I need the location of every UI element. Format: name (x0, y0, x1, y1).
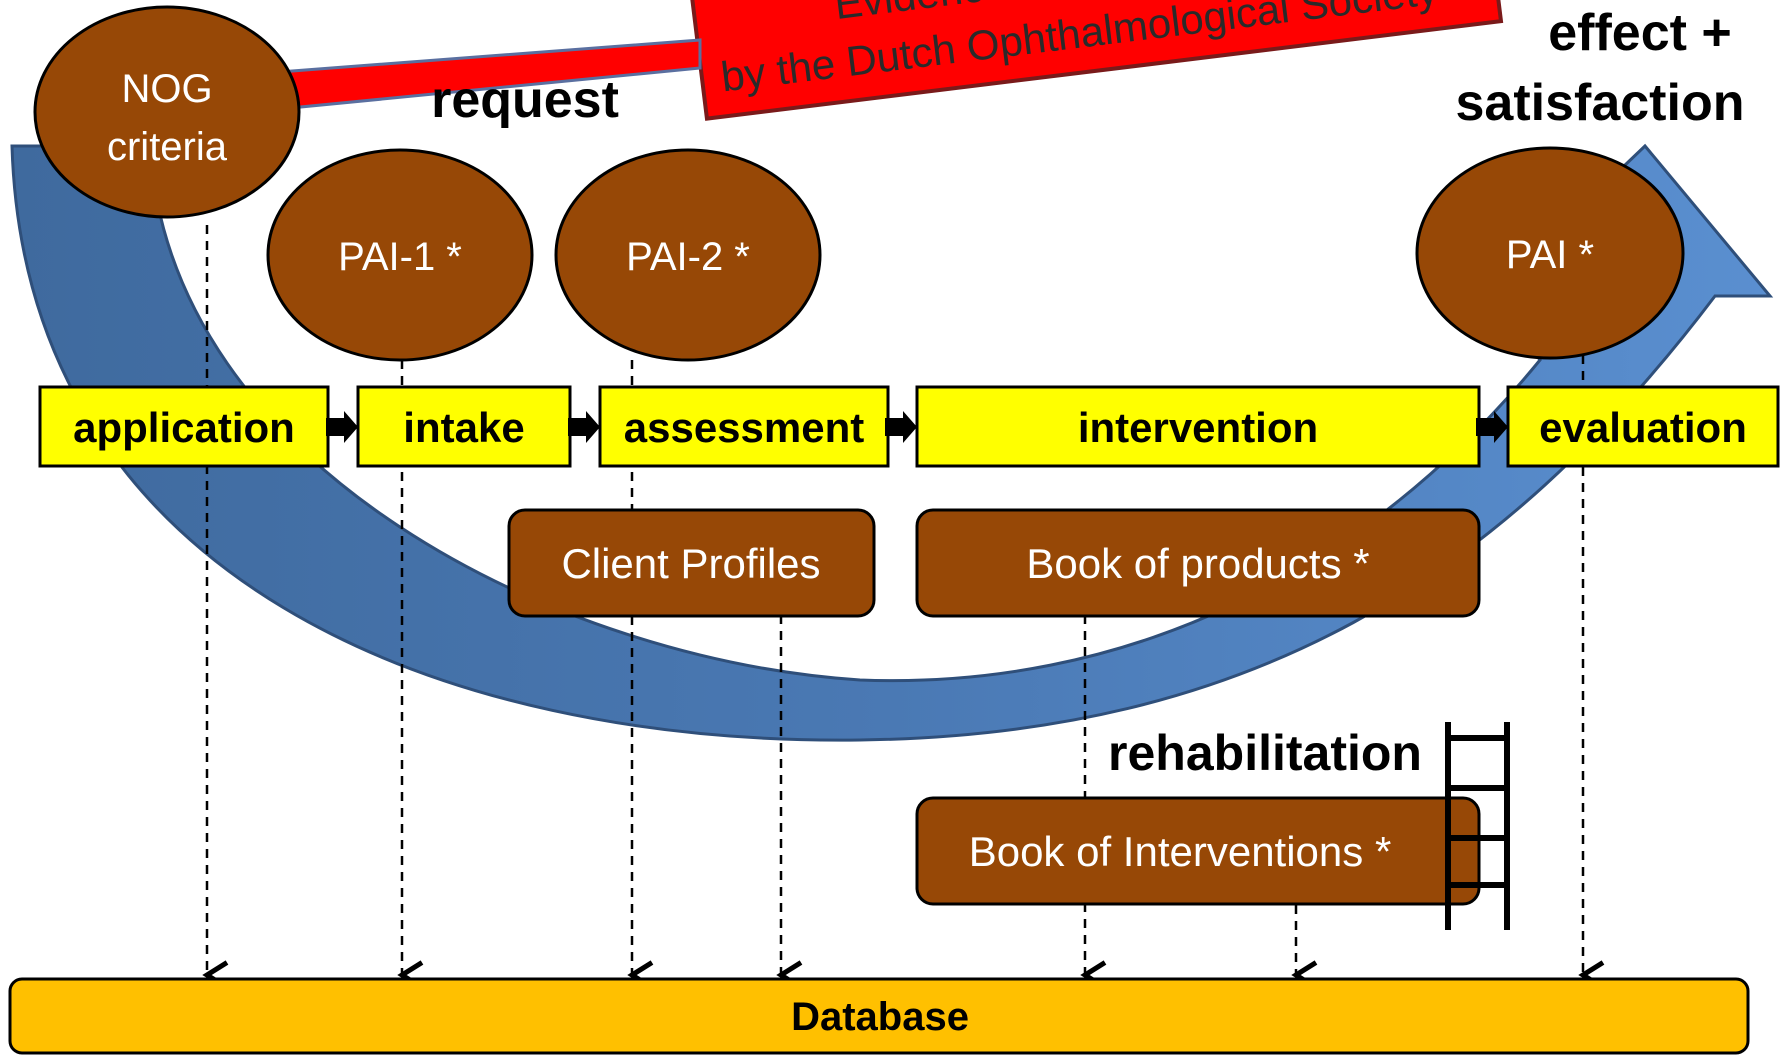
book-of-interventions-label: Book of Interventions * (969, 828, 1392, 875)
book-of-products-label: Book of products * (1026, 540, 1369, 587)
book-of-products-box: Book of products * (915, 508, 1481, 618)
step-evaluation-label: evaluation (1539, 404, 1747, 451)
pai2-label: PAI-2 * (626, 235, 750, 279)
book-of-interventions-box: Book of Interventions * (915, 796, 1481, 906)
pai1-ellipse: PAI-1 * (266, 148, 534, 362)
step-intake: intake (356, 385, 572, 468)
nog-line2: criteria (107, 125, 228, 169)
step-intake-label: intake (403, 404, 524, 451)
step-intervention-label: intervention (1078, 404, 1318, 451)
pai2-ellipse: PAI-2 * (554, 148, 822, 362)
rehabilitation-label: rehabilitation (1108, 725, 1422, 781)
database-bar: Database (8, 977, 1750, 1055)
satisfaction-label: satisfaction (1456, 74, 1745, 132)
client-profiles-box: Client Profiles (507, 508, 876, 618)
nog-line1: NOG (121, 67, 212, 111)
step-evaluation: evaluation (1506, 385, 1780, 468)
effect-label: effect + (1548, 4, 1732, 62)
pai-label: PAI * (1506, 233, 1594, 277)
step-assessment-label: assessment (624, 404, 865, 451)
step-arrow-icon (568, 411, 600, 443)
pai-ellipse: PAI * (1415, 146, 1685, 360)
nog-criteria-ellipse: NOG criteria (33, 5, 301, 219)
step-arrow-icon (1476, 411, 1508, 443)
step-application-label: application (73, 404, 295, 451)
pai1-label: PAI-1 * (338, 235, 462, 279)
step-arrow-icon (885, 411, 917, 443)
step-application: application (38, 385, 330, 468)
guideline-banner: Evidence based guideline by the Dutch Op… (688, 0, 1504, 121)
database-label: Database (791, 995, 969, 1039)
client-profiles-label: Client Profiles (561, 540, 820, 587)
step-arrows (326, 411, 1508, 443)
ladder-icon (1445, 722, 1510, 930)
step-intervention: intervention (915, 385, 1481, 468)
step-arrow-icon (326, 411, 358, 443)
step-assessment: assessment (598, 385, 890, 468)
request-label: request (431, 71, 619, 129)
